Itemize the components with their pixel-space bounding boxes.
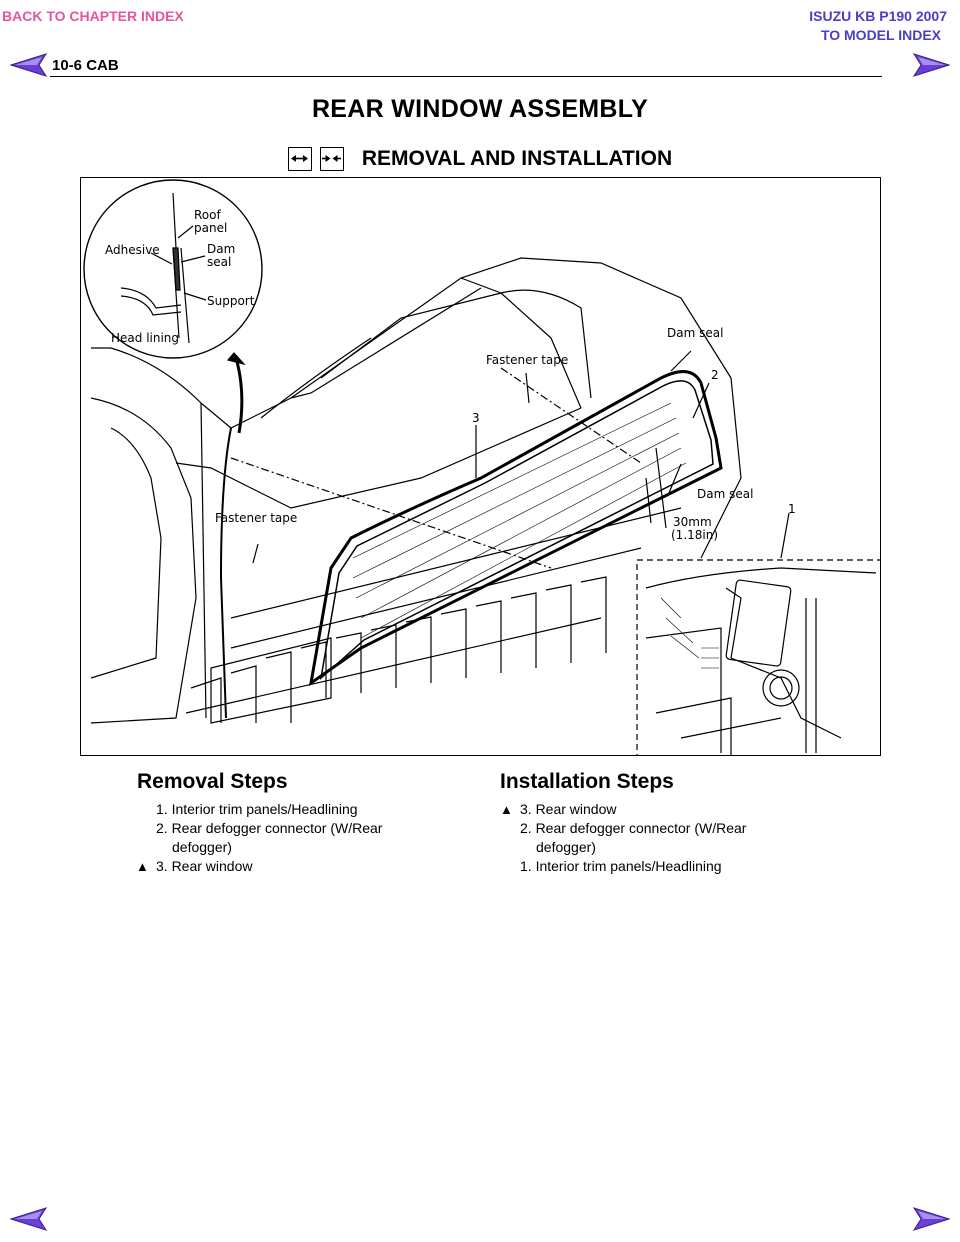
callout-fastener-tape-left: Fastener tape <box>215 511 297 525</box>
callout-adhesive: Adhesive <box>105 243 160 257</box>
installation-step: 1. Interior trim panels/Headlining <box>520 858 722 874</box>
installation-steps-title: Installation Steps <box>500 770 674 793</box>
back-to-chapter-index-link[interactable]: BACK TO CHAPTER INDEX <box>2 8 184 24</box>
to-model-index-link[interactable]: TO MODEL INDEX <box>820 27 941 43</box>
next-page-bottom-arrow-icon[interactable] <box>910 1206 950 1232</box>
installation-steps-list: ▲3. Rear window 2. Rear defogger connect… <box>500 800 746 876</box>
callout-dam-seal-top: Dam seal <box>667 326 723 340</box>
removal-steps-list: 1. Interior trim panels/Headlining 2. Re… <box>136 800 382 876</box>
page-title: REAR WINDOW ASSEMBLY <box>311 95 649 123</box>
removal-step: 1. Interior trim panels/Headlining <box>156 801 358 817</box>
page-subtitle: REMOVAL AND INSTALLATION <box>361 147 673 170</box>
removal-arrows-icon <box>287 147 312 171</box>
prev-page-arrow-icon[interactable] <box>10 52 50 78</box>
removal-step: defogger) <box>172 839 232 855</box>
diagram-illustration: Roof panel Adhesive Dam seal Support Hea… <box>83 179 880 755</box>
callout-head-lining: Head lining <box>111 331 179 345</box>
removal-steps-title: Removal Steps <box>137 770 288 793</box>
callout-support: Support <box>207 294 255 308</box>
subtitle-row: REMOVAL AND INSTALLATION <box>0 143 960 175</box>
callout-number-3: 3 <box>472 411 480 425</box>
next-page-arrow-icon[interactable] <box>910 52 950 78</box>
callout-dimension-in: (1.18in) <box>671 528 718 542</box>
callout-number-1: 1 <box>788 502 796 516</box>
installation-step: defogger) <box>536 839 596 855</box>
installation-steps-section: Installation Steps <box>500 770 674 794</box>
model-name-link[interactable]: ISUZU KB P190 2007 <box>809 8 947 24</box>
callout-roof-panel-line1: Roof <box>194 208 221 222</box>
callout-number-2: 2 <box>711 368 719 382</box>
callout-fastener-tape-top: Fastener tape <box>486 353 568 367</box>
removal-step: ▲3. Rear window <box>136 858 253 874</box>
callout-dam-seal-inset-line1: Dam <box>207 242 235 256</box>
callout-dimension-mm: 30mm <box>673 515 712 529</box>
prev-page-bottom-arrow-icon[interactable] <box>10 1206 50 1232</box>
header-divider <box>50 76 882 77</box>
removal-steps-section: Removal Steps <box>137 770 288 794</box>
installation-step: 2. Rear defogger connector (W/Rear <box>520 820 747 836</box>
callout-roof-panel-line2: panel <box>194 221 227 235</box>
removal-step: 2. Rear defogger connector (W/Rear <box>156 820 383 836</box>
installation-step: ▲3. Rear window <box>500 801 617 817</box>
installation-arrows-icon <box>319 147 344 171</box>
section-identifier: 10-6 CAB <box>52 57 119 74</box>
callout-dam-seal-bottom: Dam seal <box>697 487 753 501</box>
callout-dam-seal-inset-line2: seal <box>207 255 231 269</box>
rear-window-diagram: Roof panel Adhesive Dam seal Support Hea… <box>80 177 881 756</box>
